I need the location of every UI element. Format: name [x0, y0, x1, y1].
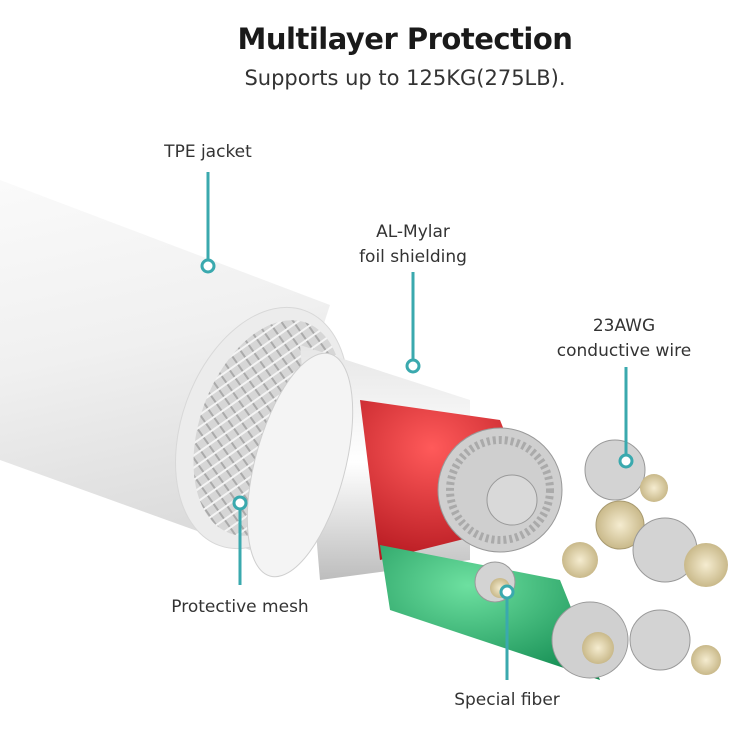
al-mylar-dot — [405, 358, 421, 374]
page-subtitle: Supports up to 125KG(275LB). — [244, 66, 566, 90]
label-special-fiber: Special fiber — [454, 690, 560, 710]
label-protective-mesh: Protective mesh — [171, 597, 309, 617]
green-wire — [380, 545, 629, 680]
red-wire — [360, 400, 563, 560]
page-title: Multilayer Protection — [237, 22, 573, 56]
special-fiber-dot — [499, 584, 515, 600]
conductive-wire-dot — [618, 453, 634, 469]
protective-mesh-dot — [232, 495, 248, 511]
label-tpe-jacket: TPE jacket — [164, 142, 252, 162]
tpe-jacket-dot — [200, 258, 216, 274]
